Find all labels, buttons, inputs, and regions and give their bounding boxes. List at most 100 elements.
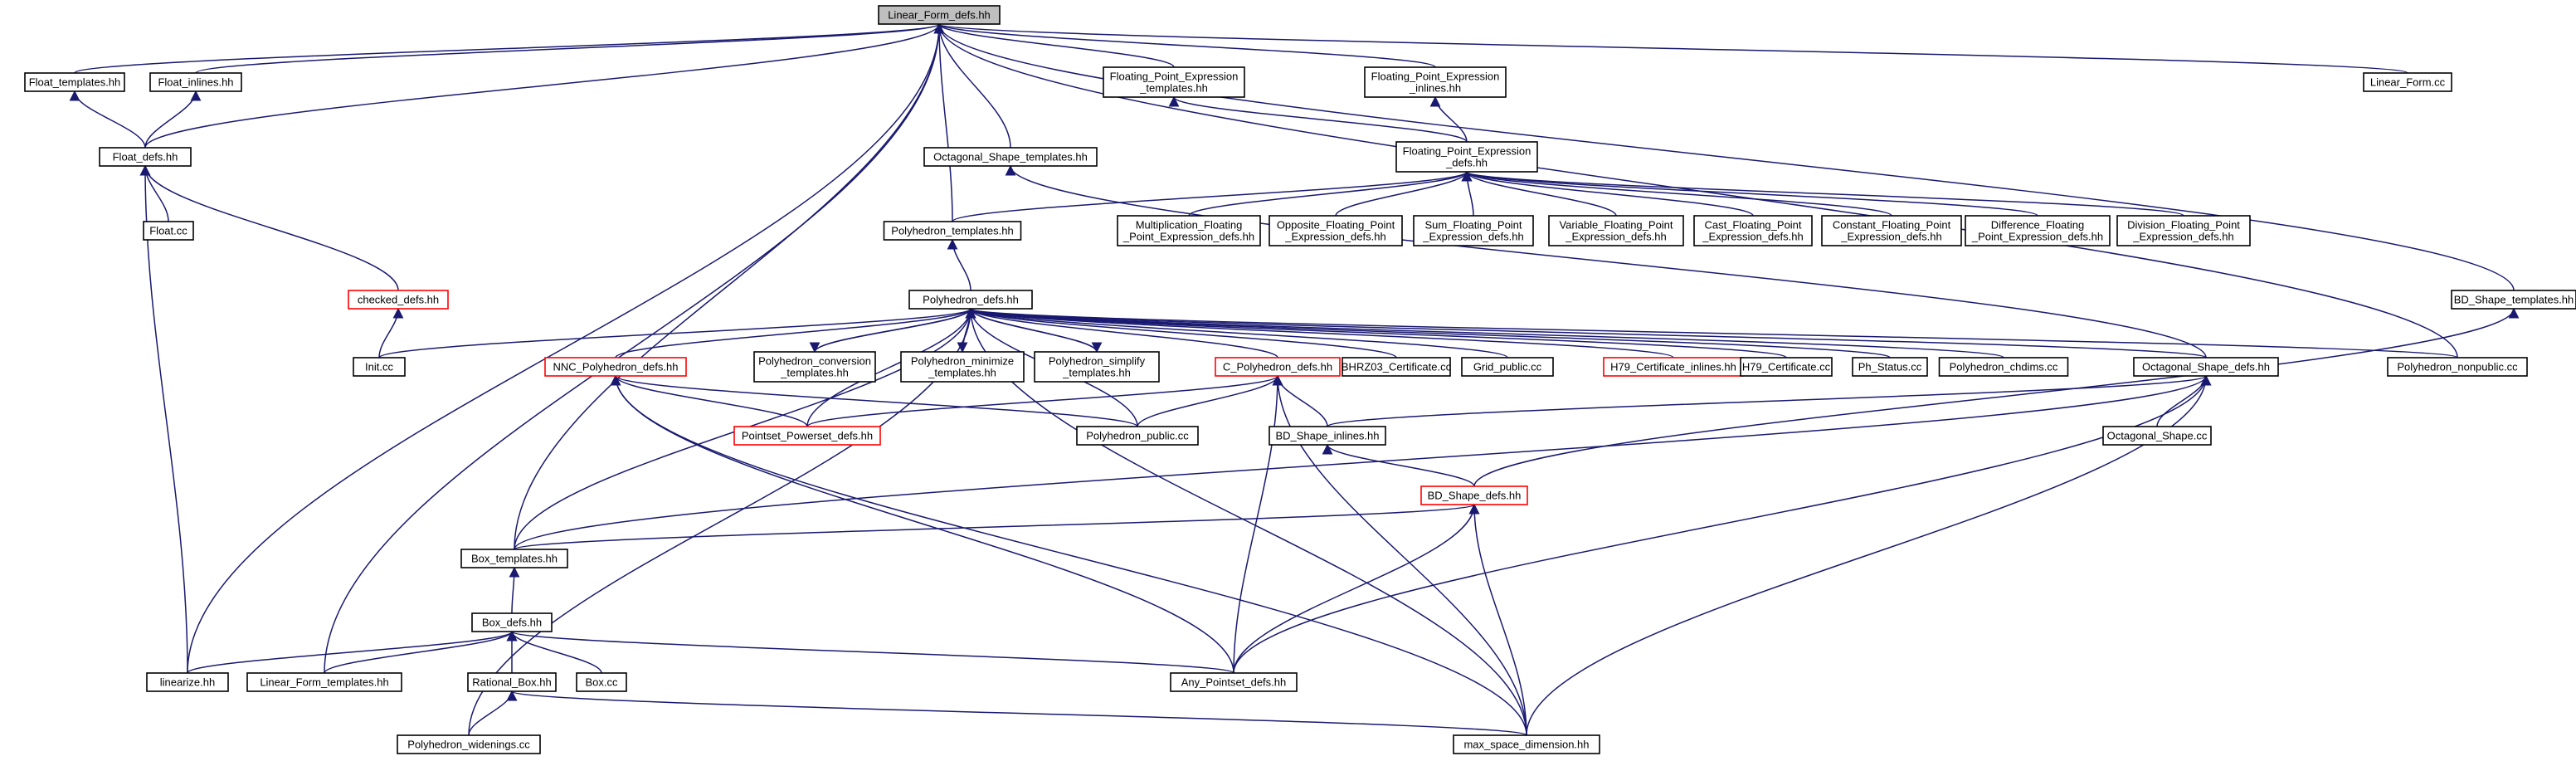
node-box[interactable] xyxy=(1395,141,1538,173)
node-box[interactable] xyxy=(1215,357,1341,377)
node-box[interactable] xyxy=(2363,72,2452,92)
node-box[interactable] xyxy=(471,612,553,632)
node-n24[interactable]: Polyhedron_conversion_templates.hh xyxy=(753,351,876,383)
node-n34[interactable]: Octagonal_Shape_defs.hh xyxy=(2133,357,2279,377)
node-box[interactable] xyxy=(733,426,881,446)
node-n13[interactable]: Sum_Floating_Point_Expression_defs.hh xyxy=(1413,215,1534,246)
node-box[interactable] xyxy=(1420,485,1528,505)
node-box[interactable] xyxy=(1342,357,1451,377)
node-box[interactable] xyxy=(2116,215,2251,246)
node-box[interactable] xyxy=(1965,215,2111,246)
node-box[interactable] xyxy=(1938,357,2069,377)
node-box[interactable] xyxy=(348,290,449,310)
node-n5[interactable]: Linear_Form.cc xyxy=(2363,72,2452,92)
node-n37[interactable]: Polyhedron_public.cc xyxy=(1076,426,1199,446)
node-box[interactable] xyxy=(1453,734,1600,754)
node-n12[interactable]: Opposite_Floating_Point_Expression_defs.… xyxy=(1269,215,1403,246)
node-n48[interactable]: Polyhedron_widenings.cc xyxy=(397,734,541,754)
node-box[interactable] xyxy=(1852,357,1928,377)
node-box[interactable] xyxy=(1103,66,1245,98)
node-box[interactable] xyxy=(24,72,125,92)
node-n44[interactable]: Linear_Form_templates.hh xyxy=(246,672,402,692)
node-box[interactable] xyxy=(246,672,402,692)
node-n9[interactable]: Float.cc xyxy=(143,221,194,241)
node-box[interactable] xyxy=(1269,215,1403,246)
node-box[interactable] xyxy=(1821,215,1962,246)
node-box[interactable] xyxy=(1170,672,1298,692)
node-n33[interactable]: Polyhedron_chdims.cc xyxy=(1938,357,2069,377)
node-n20[interactable]: Polyhedron_defs.hh xyxy=(908,290,1033,310)
node-box[interactable] xyxy=(1693,215,1813,246)
node-box[interactable] xyxy=(1269,426,1386,446)
node-box[interactable] xyxy=(753,351,876,383)
node-n26[interactable]: Polyhedron_simplify_templates.hh xyxy=(1034,351,1160,383)
node-n32[interactable]: Ph_Status.cc xyxy=(1852,357,1928,377)
node-box[interactable] xyxy=(146,672,229,692)
node-n19[interactable]: checked_defs.hh xyxy=(348,290,449,310)
node-box[interactable] xyxy=(883,221,1022,241)
node-box[interactable] xyxy=(1548,215,1684,246)
node-n47[interactable]: Any_Pointset_defs.hh xyxy=(1170,672,1298,692)
node-box[interactable] xyxy=(143,221,194,241)
node-box[interactable] xyxy=(878,5,1001,25)
node-box[interactable] xyxy=(908,290,1033,310)
node-box[interactable] xyxy=(1076,426,1199,446)
node-n0[interactable]: Linear_Form_defs.hh xyxy=(878,5,1001,25)
node-n14[interactable]: Variable_Floating_Point_Expression_defs.… xyxy=(1548,215,1684,246)
node-n1[interactable]: Float_templates.hh xyxy=(24,72,125,92)
node-box[interactable] xyxy=(1034,351,1160,383)
node-n31[interactable]: H79_Certificate.cc xyxy=(1740,357,1833,377)
node-box[interactable] xyxy=(467,672,557,692)
node-box[interactable] xyxy=(149,72,242,92)
node-box[interactable] xyxy=(1117,215,1261,246)
node-n18[interactable]: Division_Floating_Point_Expression_defs.… xyxy=(2116,215,2251,246)
node-n28[interactable]: BHRZ03_Certificate.cc xyxy=(1342,357,1452,377)
node-box[interactable] xyxy=(1740,357,1833,377)
node-n38[interactable]: BD_Shape_inlines.hh xyxy=(1269,426,1386,446)
node-n23[interactable]: NNC_Polyhedron_defs.hh xyxy=(544,357,687,377)
node-box[interactable] xyxy=(1364,66,1507,98)
node-n49[interactable]: max_space_dimension.hh xyxy=(1453,734,1600,754)
node-label: NNC_Polyhedron_defs.hh xyxy=(553,361,678,373)
node-box[interactable] xyxy=(2133,357,2279,377)
node-box[interactable] xyxy=(900,351,1025,383)
node-n16[interactable]: Constant_Floating_Point_Expression_defs.… xyxy=(1821,215,1962,246)
node-n21[interactable]: BD_Shape_templates.hh xyxy=(2451,290,2576,310)
node-box[interactable] xyxy=(2451,290,2576,310)
node-box[interactable] xyxy=(1461,357,1554,377)
node-n30[interactable]: H79_Certificate_inlines.hh xyxy=(1603,357,1744,377)
node-n11[interactable]: Multiplication_Floating_Point_Expression… xyxy=(1117,215,1261,246)
node-box[interactable] xyxy=(576,672,627,692)
node-n35[interactable]: Polyhedron_nonpublic.cc xyxy=(2387,357,2528,377)
node-box[interactable] xyxy=(353,357,406,377)
node-box[interactable] xyxy=(923,147,1098,167)
node-n15[interactable]: Cast_Floating_Point_Expression_defs.hh xyxy=(1693,215,1813,246)
node-box[interactable] xyxy=(544,357,687,377)
node-n22[interactable]: Init.cc xyxy=(353,357,406,377)
node-n7[interactable]: Octagonal_Shape_templates.hh xyxy=(923,147,1098,167)
node-n46[interactable]: Box.cc xyxy=(576,672,627,692)
node-n25[interactable]: Polyhedron_minimize_templates.hh xyxy=(900,351,1025,383)
node-n40[interactable]: BD_Shape_defs.hh xyxy=(1420,485,1528,505)
node-n17[interactable]: Difference_Floating_Point_Expression_def… xyxy=(1965,215,2111,246)
node-n6[interactable]: Float_defs.hh xyxy=(99,147,192,167)
node-n8[interactable]: Floating_Point_Expression_defs.hh xyxy=(1395,141,1538,173)
node-box[interactable] xyxy=(2387,357,2528,377)
node-n29[interactable]: Grid_public.cc xyxy=(1461,357,1554,377)
node-box[interactable] xyxy=(397,734,541,754)
node-n36[interactable]: Pointset_Powerset_defs.hh xyxy=(733,426,881,446)
node-n10[interactable]: Polyhedron_templates.hh xyxy=(883,221,1022,241)
node-n2[interactable]: Float_inlines.hh xyxy=(149,72,242,92)
node-n27[interactable]: C_Polyhedron_defs.hh xyxy=(1215,357,1341,377)
node-n4[interactable]: Floating_Point_Expression_inlines.hh xyxy=(1364,66,1507,98)
node-n41[interactable]: Box_templates.hh xyxy=(460,549,568,568)
node-n42[interactable]: Box_defs.hh xyxy=(471,612,553,632)
node-box[interactable] xyxy=(2102,426,2212,446)
node-box[interactable] xyxy=(1413,215,1534,246)
node-n43[interactable]: linearize.hh xyxy=(146,672,229,692)
node-box[interactable] xyxy=(460,549,568,568)
node-n39[interactable]: Octagonal_Shape.cc xyxy=(2102,426,2212,446)
node-n3[interactable]: Floating_Point_Expression_templates.hh xyxy=(1103,66,1245,98)
node-box[interactable] xyxy=(99,147,192,167)
node-n45[interactable]: Rational_Box.hh xyxy=(467,672,557,692)
